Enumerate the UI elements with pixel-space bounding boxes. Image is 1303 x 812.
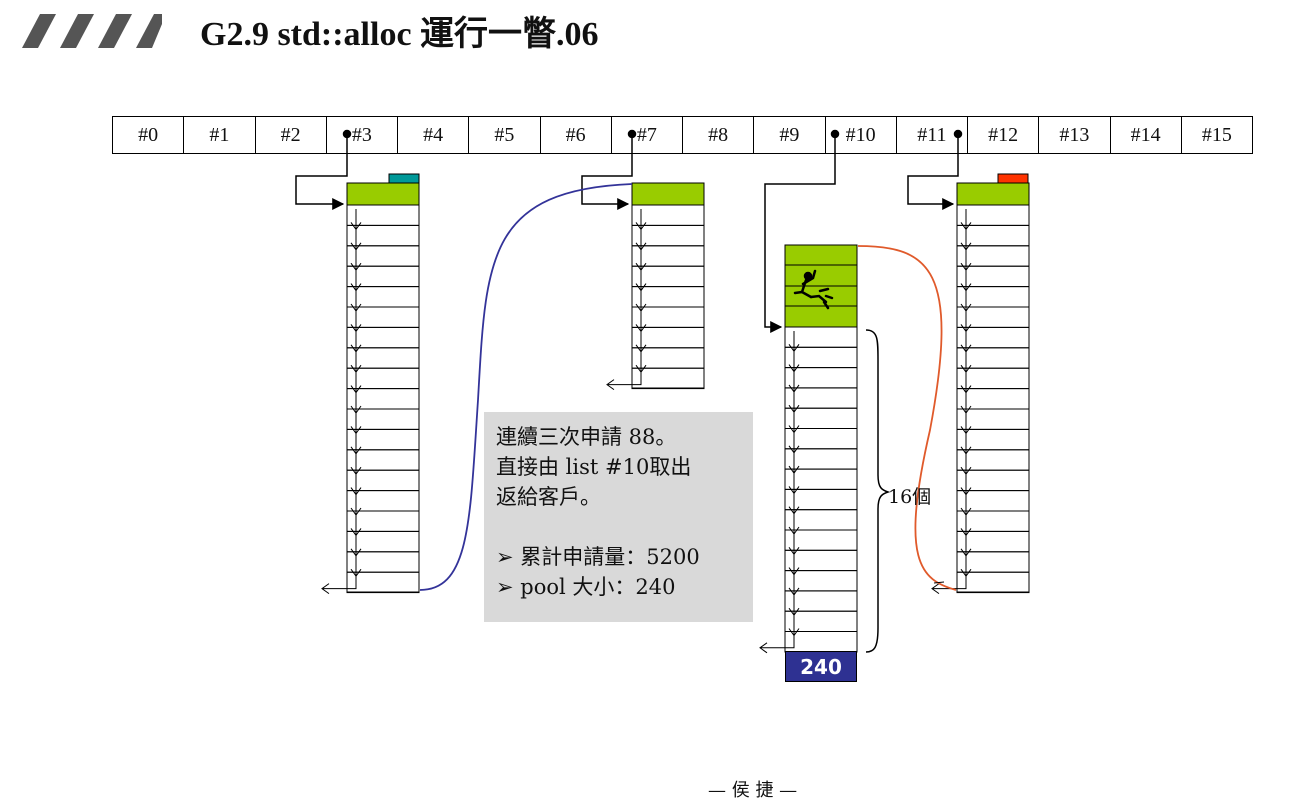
title-decoration-icon bbox=[22, 14, 162, 48]
chain-slot-11 bbox=[956, 173, 1030, 593]
slot-14: #14 bbox=[1111, 117, 1182, 153]
slot-15: #15 bbox=[1201, 123, 1232, 146]
next-pointer-arrow bbox=[759, 635, 795, 654]
next-pointer-arrow bbox=[321, 576, 357, 595]
note-line-3: 返給客戶。 bbox=[496, 485, 601, 509]
count-brace bbox=[865, 329, 891, 653]
page-title: G2.9 std::alloc 運行一瞥.06 bbox=[200, 16, 599, 53]
link-curve-blue bbox=[419, 183, 633, 591]
slot-4: #4 bbox=[398, 117, 470, 153]
slot-13: #13 bbox=[1039, 117, 1111, 153]
note-bullet-2: ➢ pool 大小：240 bbox=[496, 572, 741, 602]
note-line-2: 直接由 list #10取出 bbox=[496, 455, 692, 479]
bullet-arrow-icon: ➢ bbox=[496, 545, 521, 569]
client-figure-icon bbox=[793, 269, 834, 310]
bullet-arrow-icon: ➢ bbox=[496, 575, 521, 599]
slot-11: #11 bbox=[897, 117, 968, 153]
note-bullet-1: ➢ 累計申請量：5200 bbox=[496, 542, 741, 572]
link-curve-orange bbox=[857, 245, 957, 591]
slot-7: #7 bbox=[612, 117, 683, 153]
slot-6: #6 bbox=[541, 117, 612, 153]
slot-9: #9 bbox=[754, 117, 826, 153]
slot-3: #3 bbox=[327, 117, 398, 153]
slot-pointer-links bbox=[295, 129, 963, 333]
chain-slot-7 bbox=[631, 182, 705, 389]
slot-10: #10 bbox=[826, 117, 897, 153]
slot-5: #5 bbox=[469, 117, 541, 153]
memory-block bbox=[631, 367, 705, 390]
memory-block bbox=[956, 571, 1030, 594]
chain-blocks bbox=[321, 204, 1030, 654]
note-line-1: 連續三次申請 88。 bbox=[496, 425, 677, 449]
slot-8: #8 bbox=[683, 117, 755, 153]
note-bullet-2-text: pool 大小：240 bbox=[520, 575, 676, 599]
footer-author: — 侯 捷 — bbox=[708, 780, 798, 801]
pool-size-box: 240 bbox=[785, 651, 857, 682]
free-list-array: #0 #1 #2 #3 #4 #5 #6 #7 #8 #9 #10 #11 #1… bbox=[112, 116, 1253, 154]
block-count-label: 16個 bbox=[888, 486, 932, 508]
memory-block bbox=[346, 571, 420, 594]
slot-12: #12 bbox=[968, 117, 1040, 153]
info-note: 連續三次申請 88。 直接由 list #10取出 返給客戶。 ➢ 累計申請量：… bbox=[484, 412, 753, 622]
note-bullet-1-text: 累計申請量：5200 bbox=[520, 545, 700, 569]
next-pointer-arrow bbox=[931, 576, 967, 595]
next-pointer-arrow bbox=[606, 372, 642, 391]
slot-1: #1 bbox=[184, 117, 256, 153]
slot-0: #0 bbox=[113, 117, 185, 153]
slot-2: #2 bbox=[256, 117, 327, 153]
chain-slot-3 bbox=[346, 173, 420, 593]
